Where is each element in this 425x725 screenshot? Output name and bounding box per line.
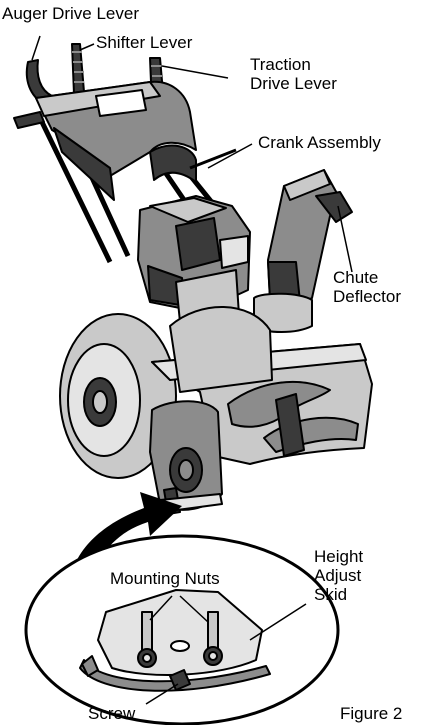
crank-rod [189,148,237,170]
mounting-nut-left [137,611,157,668]
dash-window [95,89,147,117]
snowblower [13,43,373,515]
label-mounting-nuts: Mounting Nuts [110,569,220,588]
figure-caption: Figure 2 [340,704,403,723]
label-traction-drive-lever: Traction Drive Lever [250,55,337,93]
leader-crank [207,143,253,169]
leader-shifter [79,43,95,51]
label-crank-assembly: Crank Assembly [258,133,381,152]
callout-arrow [68,492,182,612]
label-auger-drive-lever: Auger Drive Lever [2,4,140,23]
leader-auger-drive [31,35,41,61]
label-shifter-lever: Shifter Lever [96,33,193,52]
leader-screw [145,683,179,705]
leader-lines [31,35,353,705]
detail-inset [24,534,340,725]
label-height-adjust-skid: Height Adjust Skid [314,547,364,604]
leader-traction [161,65,229,79]
leader-nut-left [149,595,173,621]
leader-skid [249,603,307,641]
leader-chute-deflector [337,205,353,273]
leader-nut-right [179,595,209,623]
chute-deflector [315,191,353,223]
label-chute-deflector: Chute Deflector [333,268,402,306]
label-screw: Screw [88,704,136,723]
mounting-nut-right [203,611,223,666]
